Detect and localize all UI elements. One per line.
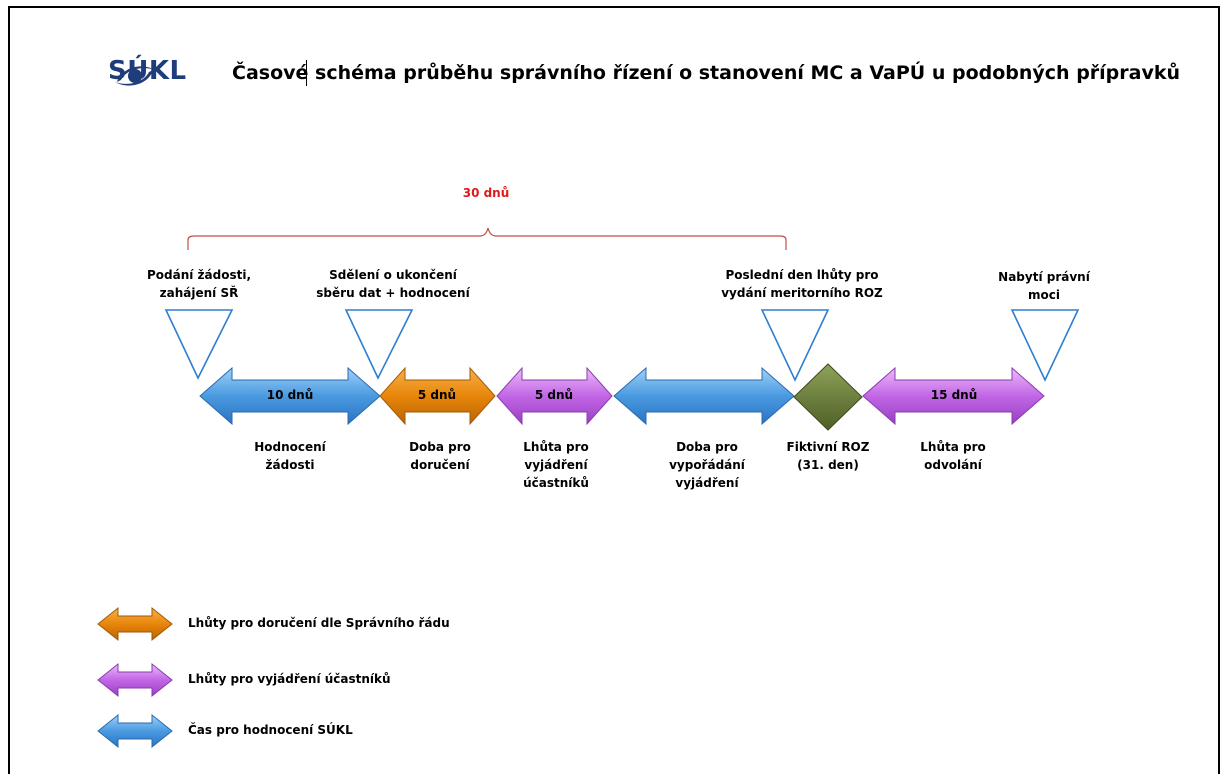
legend-label-vyjadreni: Lhůty pro vyjádření účastníků — [188, 672, 391, 686]
text-cursor — [306, 60, 307, 86]
phase-label-fiktivni: Fiktivní ROZ (31. den) — [786, 440, 870, 472]
arrow-doruceni — [379, 366, 496, 426]
arrow-odvolani — [862, 366, 1045, 426]
arrow-label-hodnoceni: 10 dnů — [266, 388, 314, 402]
legend-label-hodnoceni: Čas pro hodnocení SÚKL — [188, 723, 353, 737]
arrow-label-odvolani: 15 dnů — [930, 388, 978, 402]
legend-arrow-blue — [97, 713, 173, 749]
legend-label-doruceni: Lhůty pro doručení dle Správního řádu — [188, 616, 450, 630]
sukl-logo-icon — [115, 66, 155, 86]
arrow-label-doruceni: 5 dnů — [417, 388, 457, 402]
page-title: Časové schéma průběhu správního řízení o… — [232, 62, 1181, 84]
arrow-vyporadani — [613, 366, 795, 426]
arrow-vyjadreni — [496, 366, 613, 426]
phase-label-doruceni: Doba pro doručení — [409, 440, 471, 472]
arrow-label-vyjadreni: 5 dnů — [534, 388, 574, 402]
logo-text: SÚKL — [108, 56, 187, 86]
milestone-triangle-podani — [164, 309, 234, 380]
phase-label-vyjadreni: Lhůta pro vyjádření účastníků — [523, 440, 589, 490]
milestone-label-podani: Podání žádosti, zahájení SŘ — [146, 268, 252, 300]
legend-arrow-purple — [97, 662, 173, 698]
brace-label: 30 dnů — [462, 186, 510, 200]
milestone-triangle-posledni — [760, 309, 830, 382]
phase-label-odvolani: Lhůta pro odvolání — [920, 440, 986, 472]
milestone-label-sdeleni: Sdělení o ukončení sběru dat + hodnocení — [316, 268, 470, 300]
milestone-label-nabyti: Nabytí právní moci — [998, 270, 1090, 302]
thirty-days-brace — [187, 227, 787, 250]
milestone-triangle-sdeleni — [344, 309, 414, 380]
diamond-fiktivni-roz — [793, 363, 863, 431]
milestone-triangle-nabyti — [1010, 309, 1080, 382]
phase-label-hodnoceni: Hodnocení žádosti — [254, 440, 326, 472]
legend-arrow-orange — [97, 606, 173, 642]
milestone-label-posledni: Poslední den lhůty pro vydání meritorníh… — [721, 268, 883, 300]
phase-label-vyporadani: Doba pro vypořádání vyjádření — [669, 440, 745, 490]
page-frame — [8, 6, 1220, 774]
